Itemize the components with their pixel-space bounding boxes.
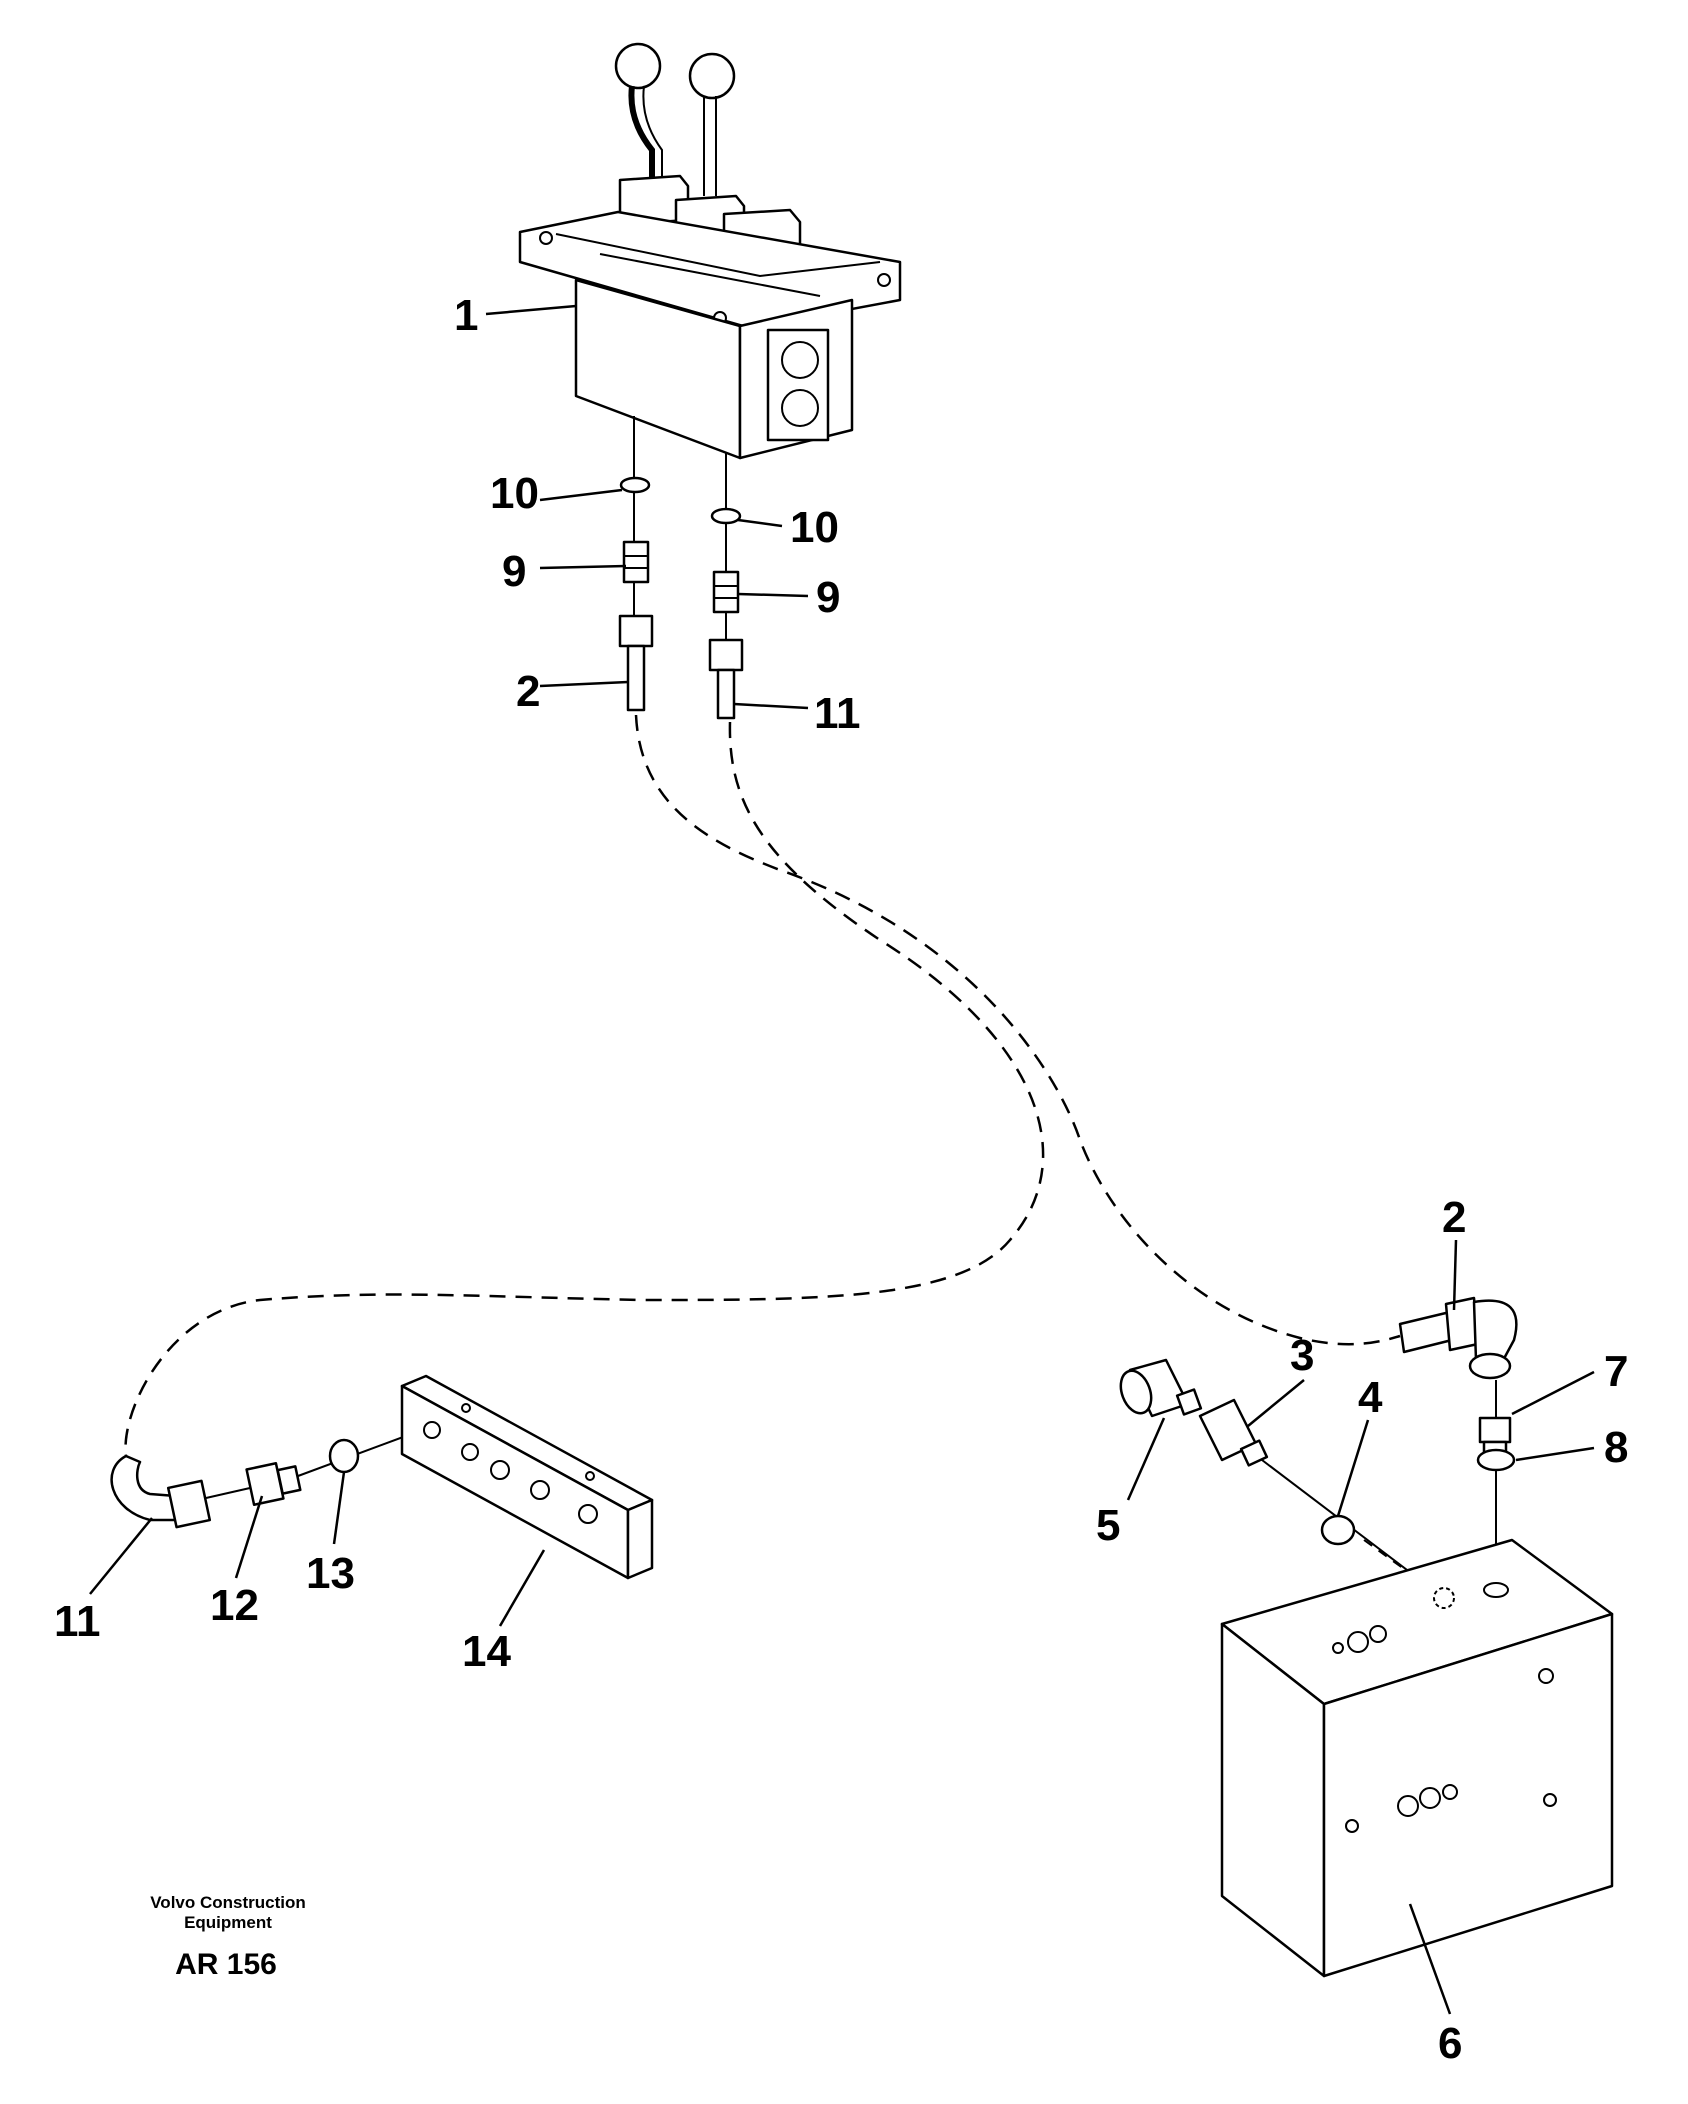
callout-10-left: 10 [490, 469, 539, 518]
callout-7: 7 [1604, 1347, 1628, 1396]
callout-1: 1 [454, 291, 478, 340]
hose-end-11-bottom [110, 1454, 212, 1529]
fitting-3 [1198, 1398, 1269, 1467]
callout-2-bottom: 2 [1442, 1193, 1466, 1242]
caption-company-line2: Equipment [184, 1913, 272, 1932]
caption-company-line1: Volvo Construction [150, 1893, 306, 1912]
callout-14: 14 [462, 1627, 511, 1676]
valve-top-plate [518, 210, 902, 330]
adapter-9-right [712, 570, 740, 614]
callout-5: 5 [1096, 1501, 1120, 1550]
adapter-9-left [622, 540, 650, 584]
hose-end-11-top [708, 638, 744, 672]
callout-9-right: 9 [816, 573, 840, 622]
hose-end-2-left [618, 614, 654, 648]
hose-route-11 [124, 721, 1045, 1457]
callout-11-bottom: 11 [54, 1597, 101, 1646]
washer-8 [1476, 1448, 1516, 1472]
hose-route-2 [634, 714, 1401, 1346]
adapter-12 [205, 1462, 302, 1506]
washer-13 [328, 1438, 360, 1474]
callout-6: 6 [1438, 2019, 1462, 2068]
caption-drawing-code: AR 156 [175, 1948, 277, 1981]
callout-4: 4 [1358, 1373, 1383, 1422]
callout-2-top: 2 [516, 667, 540, 716]
lever-right [688, 52, 736, 196]
valve-block-6 [1220, 1538, 1614, 1978]
callout-9-left: 9 [502, 547, 526, 596]
lever-left [614, 42, 663, 182]
callout-13: 13 [306, 1549, 355, 1598]
washer-4 [1320, 1514, 1356, 1546]
callout-3: 3 [1290, 1331, 1314, 1380]
callout-12: 12 [210, 1581, 259, 1630]
washer-10-right [710, 507, 742, 525]
right-fitting-stack [708, 452, 744, 720]
callout-8: 8 [1604, 1423, 1628, 1472]
callout-11-top: 11 [814, 689, 861, 738]
left-fitting-stack [618, 416, 654, 712]
callout-10-right: 10 [790, 503, 839, 552]
caption-block: Volvo Construction Equipment AR 156 [150, 1893, 306, 1981]
hose-fitting-2-elbow [1398, 1296, 1518, 1380]
plug-5 [1119, 1358, 1203, 1418]
callout-labels: 1 10 10 9 9 2 11 2 3 4 5 7 8 6 11 12 13 … [54, 291, 1628, 2068]
washer-10-left [619, 476, 651, 494]
leader-lines [89, 304, 1595, 2015]
control-valve-assembly [518, 42, 902, 460]
manifold-block-14 [400, 1374, 654, 1580]
